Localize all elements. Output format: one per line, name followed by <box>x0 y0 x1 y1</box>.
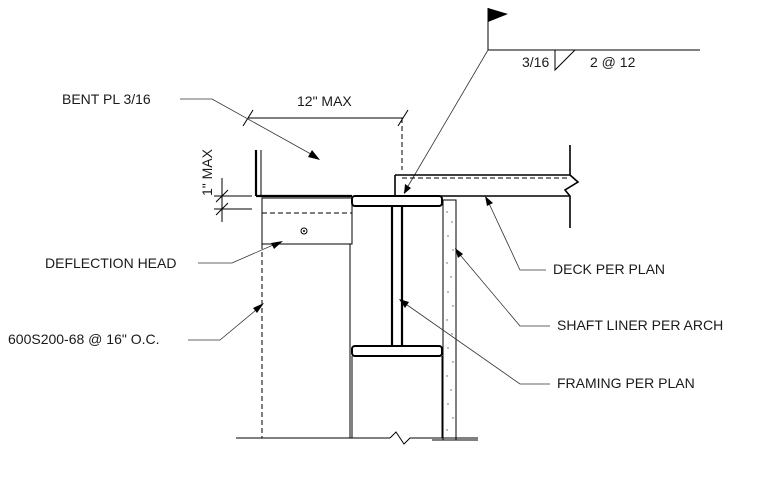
stud-label: 600S200-68 @ 16" O.C. <box>8 331 160 347</box>
weld-pitch-text: 2 @ 12 <box>590 54 636 70</box>
deflection-head-label: DEFLECTION HEAD <box>45 255 176 271</box>
stud-wall <box>236 244 478 445</box>
steel-beam <box>351 195 443 438</box>
bent-plate-label: BENT PL 3/16 <box>62 91 151 107</box>
deck-break-icon <box>563 145 580 228</box>
bent-plate <box>254 150 352 198</box>
deck <box>394 145 580 228</box>
deck-callout: DECK PER PLAN <box>485 196 665 277</box>
dim-1-max-text: 1" MAX <box>199 148 215 196</box>
shaft-liner-label: SHAFT LINER PER ARCH <box>557 317 723 333</box>
field-weld-flag-icon <box>488 8 508 22</box>
dimension-1-max: 1" MAX <box>199 148 252 222</box>
deck-label: DECK PER PLAN <box>553 261 665 277</box>
deflection-track <box>261 197 353 245</box>
floor-break-icon <box>389 431 478 445</box>
framing-callout: FRAMING PER PLAN <box>399 299 695 391</box>
shaft-liner <box>432 199 478 441</box>
weld-leader-line <box>403 49 489 194</box>
deflection-head-callout: DEFLECTION HEAD <box>45 241 283 271</box>
stud-callout: 600S200-68 @ 16" O.C. <box>8 303 264 347</box>
bent-plate-callout: BENT PL 3/16 <box>62 91 320 160</box>
framing-label: FRAMING PER PLAN <box>557 375 695 391</box>
shaft-liner-callout: SHAFT LINER PER ARCH <box>455 248 723 333</box>
dimension-12-max: 12" MAX <box>242 93 409 170</box>
weld-size-text: 3/16 <box>522 54 549 70</box>
weld-symbol: 3/16 2 @ 12 <box>403 8 700 194</box>
dim-12-max-text: 12" MAX <box>297 93 352 109</box>
